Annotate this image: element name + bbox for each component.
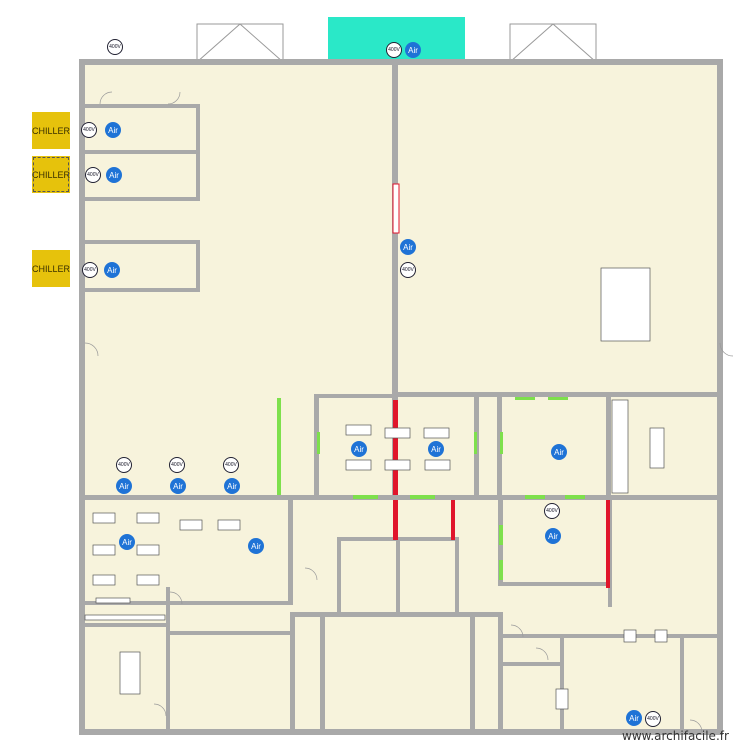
air-unit-icon[interactable]: Air	[224, 478, 240, 494]
doors	[84, 91, 734, 733]
power-outlet-icon[interactable]: 400V	[645, 711, 661, 727]
power-outlet-icon[interactable]: 400V	[116, 457, 132, 473]
power-outlet-icon[interactable]: 400V	[82, 262, 98, 278]
power-outlet-icon[interactable]: 400V	[386, 42, 402, 58]
air-unit-icon[interactable]: Air	[428, 441, 444, 457]
chiller-unit[interactable]: CHILLER	[32, 156, 70, 193]
power-outlet-icon[interactable]: 400V	[223, 457, 239, 473]
power-outlet-icon[interactable]: 400V	[544, 503, 560, 519]
watermark: www.archifacile.fr	[622, 729, 729, 743]
chiller-unit[interactable]: CHILLER	[32, 112, 70, 149]
air-unit-icon[interactable]: Air	[105, 122, 121, 138]
pink-door-panel	[392, 183, 400, 234]
power-outlet-icon[interactable]: 400V	[81, 122, 97, 138]
power-outlet-icon[interactable]: 400V	[400, 262, 416, 278]
air-unit-icon[interactable]: Air	[106, 167, 122, 183]
air-unit-icon[interactable]: Air	[116, 478, 132, 494]
red-partitions	[393, 400, 610, 588]
air-unit-icon[interactable]: Air	[626, 710, 642, 726]
furniture	[84, 267, 668, 710]
air-unit-icon[interactable]: Air	[104, 262, 120, 278]
air-unit-icon[interactable]: Air	[119, 534, 135, 550]
power-outlet-icon[interactable]: 400V	[85, 167, 101, 183]
roof-hatch	[509, 23, 597, 63]
chiller-unit[interactable]: CHILLER	[32, 250, 70, 287]
air-unit-icon[interactable]: Air	[400, 239, 416, 255]
air-unit-icon[interactable]: Air	[545, 528, 561, 544]
roof-hatch	[196, 23, 284, 63]
green-partitions	[277, 397, 585, 580]
air-unit-icon[interactable]: Air	[405, 42, 421, 58]
air-unit-icon[interactable]: Air	[351, 441, 367, 457]
power-outlet-icon[interactable]: 400V	[169, 457, 185, 473]
power-outlet-icon[interactable]: 400V	[107, 39, 123, 55]
air-unit-icon[interactable]: Air	[170, 478, 186, 494]
air-unit-icon[interactable]: Air	[551, 444, 567, 460]
air-unit-icon[interactable]: Air	[248, 538, 264, 554]
